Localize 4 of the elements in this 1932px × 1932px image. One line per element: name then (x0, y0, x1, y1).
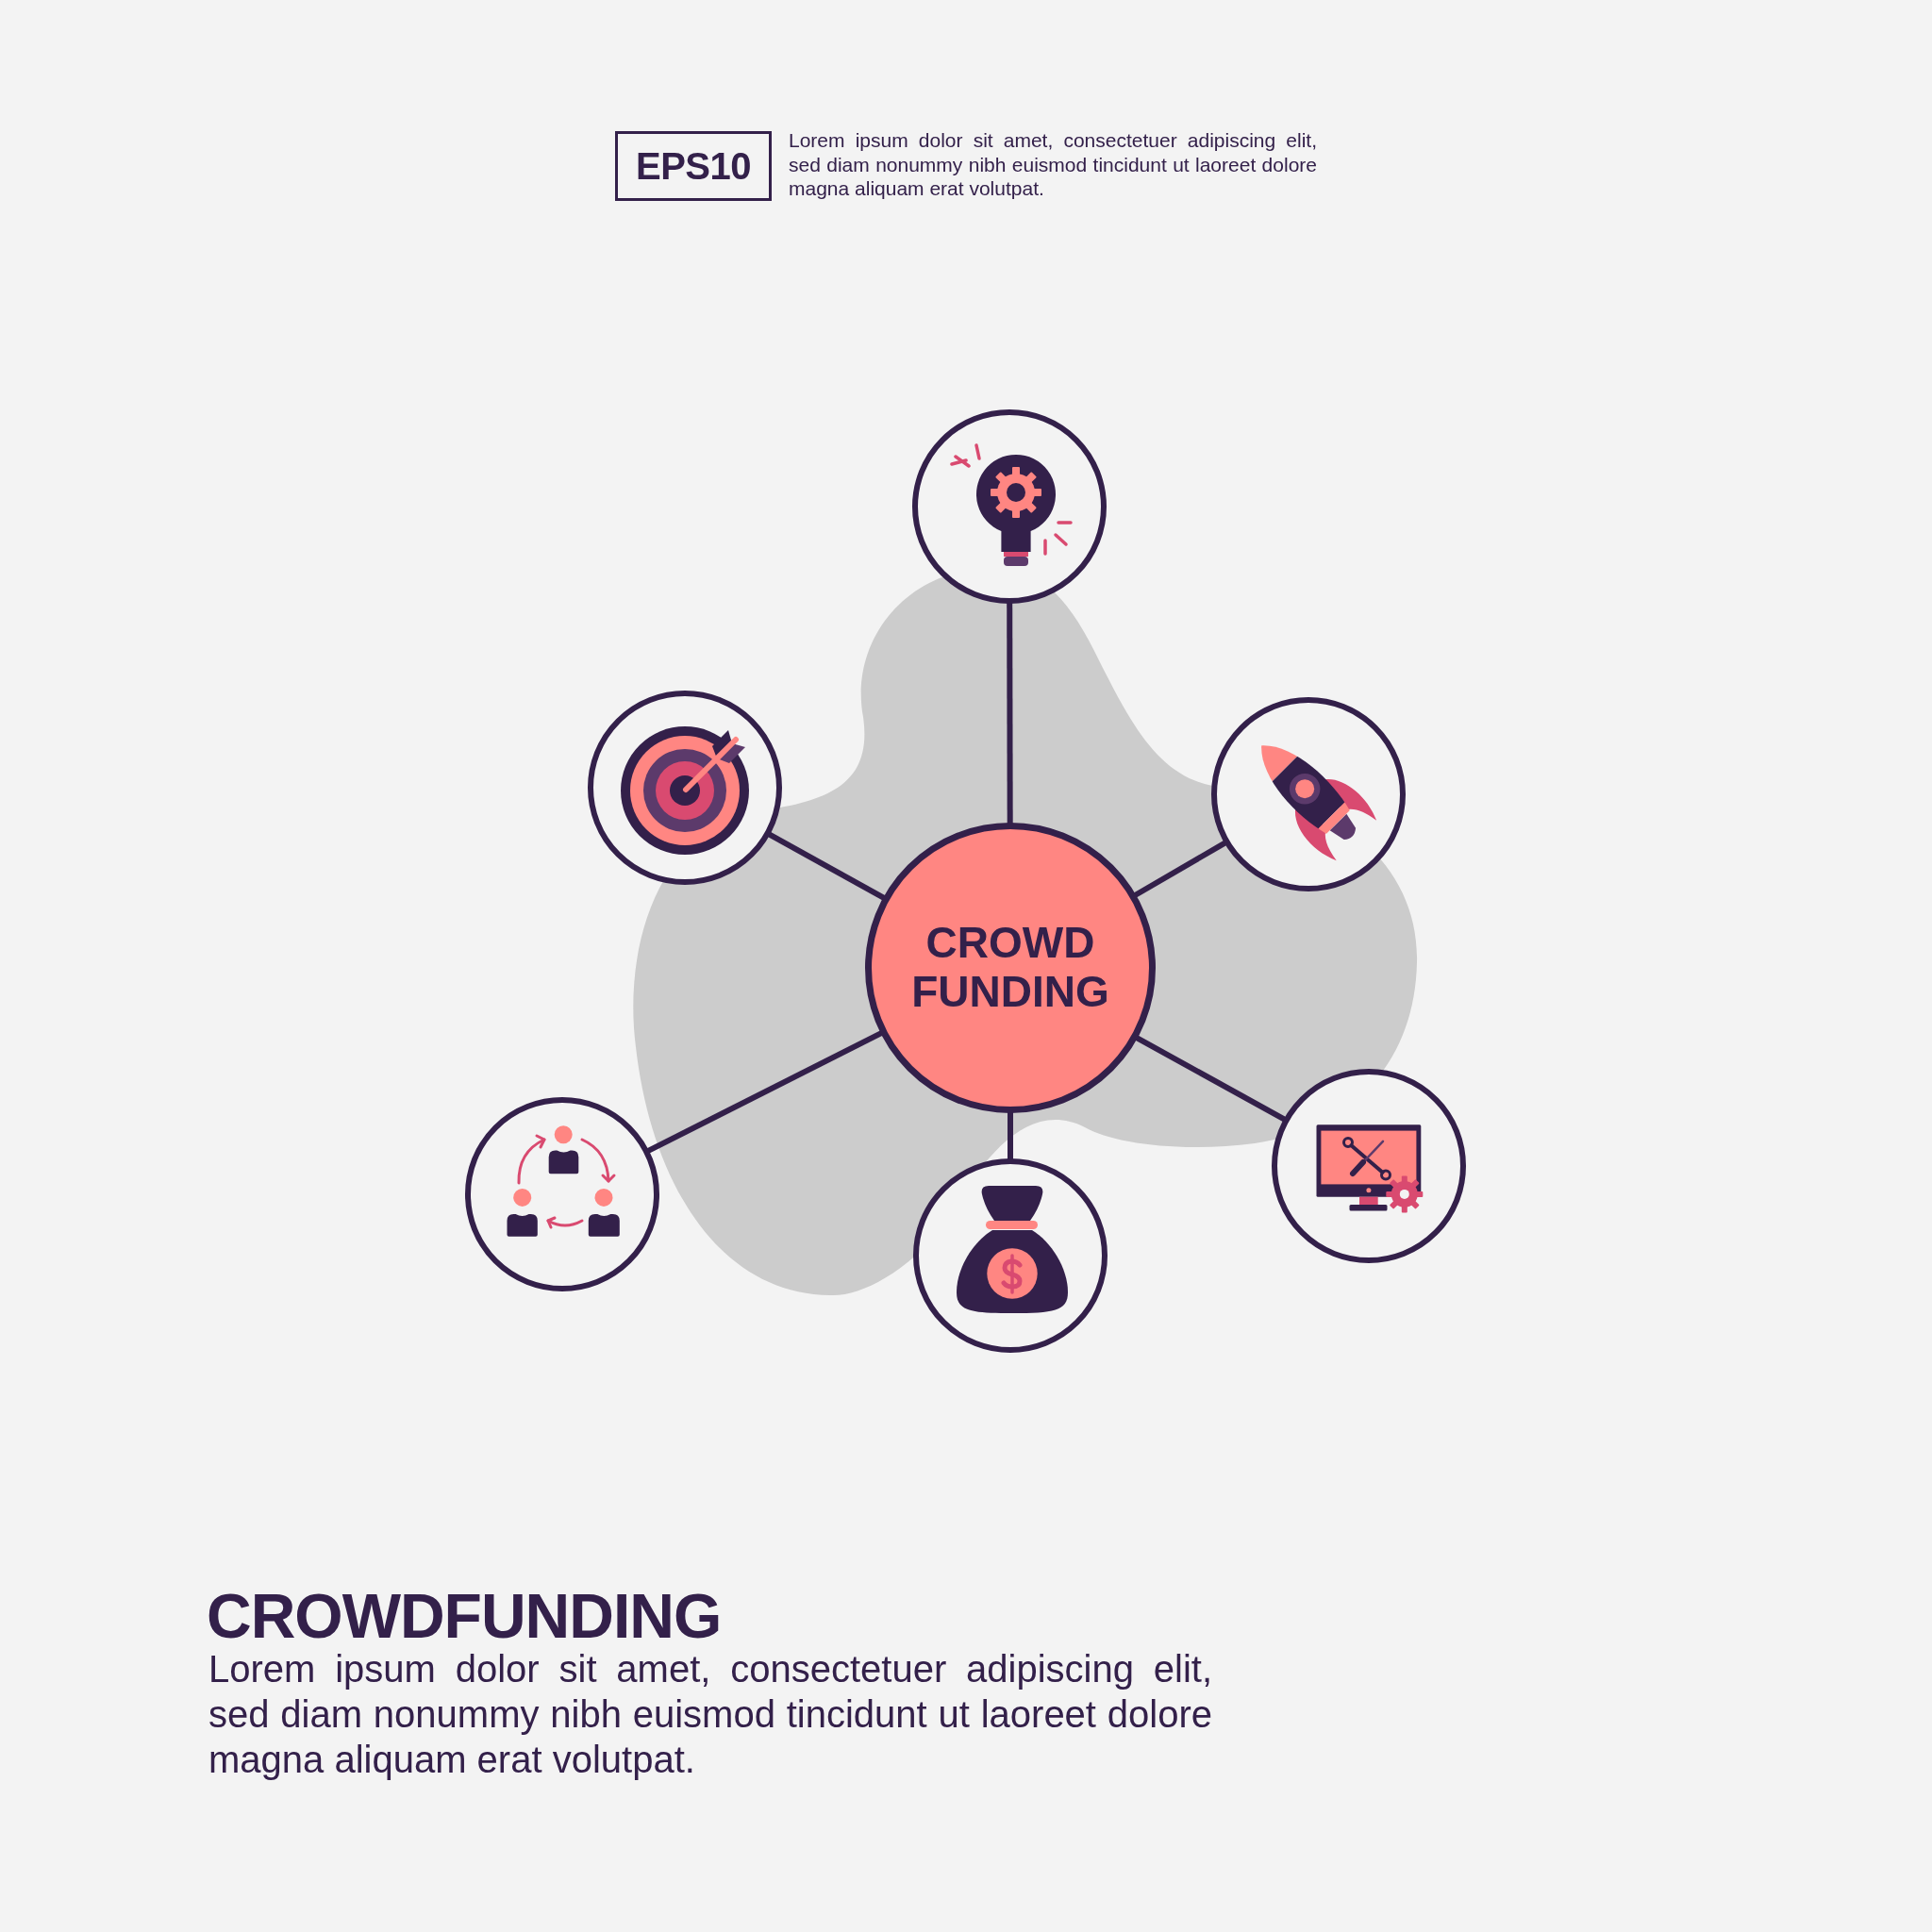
title: CROWDFUNDING (207, 1585, 722, 1647)
header-paragraph: Lorem ipsum dolor sit amet, consectetuer adipiscing elit, sed diam nonummy nibh euismod tincidunt ut laoreet dolore magna aliquam erat volutpat. (789, 128, 1317, 201)
caption-paragraph: Lorem ipsum dolor sit amet, consectetuer adipiscing elit, sed diam nonummy nibh euismod tincidunt ut laoreet dolore magna aliquam erat volutpat. (208, 1647, 1212, 1782)
format-label-box: EPS10 (615, 131, 772, 201)
